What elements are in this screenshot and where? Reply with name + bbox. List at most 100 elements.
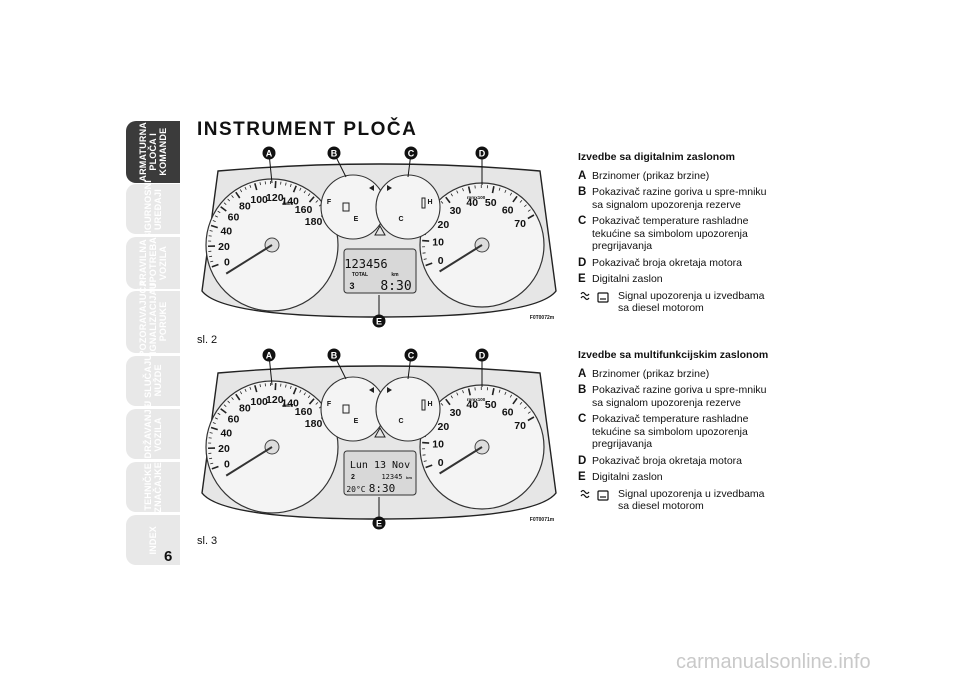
gauge-tick [285, 182, 287, 186]
legend-multifunction: Izvedbe sa multifunkcijskim zaslonom A Br… [578, 349, 778, 513]
gauge-tick [523, 204, 527, 208]
legend-text: Pokazivač temperature rashladne tekućine… [592, 215, 749, 252]
gauge-tick [422, 441, 430, 444]
temp-cold-label: C [398, 418, 403, 425]
legend-text: Brzinomer (prikaz brzine) [592, 367, 710, 380]
callout-badge [372, 516, 386, 530]
gauge-tick [456, 190, 459, 194]
gauge-tick [217, 210, 221, 214]
gauge-tick [303, 190, 306, 194]
gauge-tick [509, 192, 513, 196]
gauge-label: 0 [224, 458, 230, 470]
legend-text: Pokazivač broja okretaja motora [592, 454, 742, 467]
gauge-tick [210, 462, 214, 465]
gauge-label: 140 [281, 196, 299, 208]
gauge-tick [289, 183, 292, 187]
display-total-label: TOTAL [352, 272, 368, 278]
gauge-tick [212, 220, 216, 223]
gauge-tick [209, 457, 213, 460]
legend-text: Pokazivač razine goriva u spre-mniku sa … [592, 186, 767, 211]
temp-gauge [375, 376, 441, 442]
gauge-tick [504, 391, 507, 395]
gauge-tick [423, 460, 427, 462]
gauge-label: 40 [466, 197, 478, 209]
gauge-label: 120 [266, 192, 284, 204]
gauge-label: 80 [239, 200, 251, 212]
gauge-label: 180 [305, 216, 323, 228]
fuel-gauge [320, 174, 386, 240]
legend-key: E [578, 273, 586, 285]
watermark: carmanualsonline.info [676, 651, 871, 673]
gauge-tick [527, 416, 535, 422]
glow-plug-icon [578, 290, 618, 309]
fuel-full-label: F [327, 199, 332, 206]
gauge-tick [231, 397, 234, 400]
gauge-label: 0 [438, 457, 444, 469]
gauge-tick [227, 400, 230, 404]
page-title: INSTRUMENT PLOČA [197, 119, 418, 140]
sidebar-tab-2[interactable]: PRAVILNA UPOTREBA VOZILA [126, 237, 180, 289]
sidebar-tab-5[interactable]: ODRŽAVANJE VOZILA [126, 403, 180, 465]
temp-cold-label: C [398, 216, 403, 223]
legend-text: Pokazivač temperature rashladne tekućine… [592, 413, 749, 450]
digital-display-frame [343, 450, 417, 496]
gauge-label: 40 [220, 225, 232, 237]
temp-gauge [375, 174, 441, 240]
legend-key: C [578, 215, 587, 227]
gauge-tick [303, 392, 306, 396]
gauge-tick [217, 412, 221, 416]
callout-letter: E [376, 317, 382, 327]
fuel-pump-icon [342, 404, 350, 414]
callout-badge [262, 146, 276, 160]
gauge-tick [223, 404, 227, 407]
legend-text: Brzinomer (prikaz brzine) [592, 169, 710, 182]
gauge-label: 160 [295, 204, 313, 216]
digital-display-frame [343, 248, 417, 294]
gauge-tick [235, 191, 241, 199]
gauge-tick [209, 255, 213, 258]
legend-heading: Izvedbe sa multifunkcijskim zaslonom [578, 349, 769, 361]
gauge-needle [225, 244, 273, 275]
sidebar-tab-6[interactable]: TEHNIČKE ZNAČAJKE [126, 462, 180, 512]
gauge-tick [210, 224, 218, 229]
gauge-label: 60 [228, 211, 240, 223]
sidebar-tab-1[interactable]: SIGURNOSNI UREĐAJI [126, 180, 180, 239]
fuel-full-label: F [327, 401, 332, 408]
figure-code: F0T0071m [530, 517, 555, 523]
callout-badge [327, 146, 341, 160]
display-km-label: km [391, 272, 399, 278]
figure-caption: sl. 2 [197, 334, 218, 346]
legend-key: E [578, 471, 586, 483]
sidebar-tab-3[interactable]: UPOZORAVAJUĆA SIGNALIZACIJA I PORUKE [126, 280, 180, 364]
sidebar-tab-label: INDEX [148, 525, 158, 555]
gauge-label: 60 [502, 406, 514, 418]
gauge-tick [239, 189, 243, 193]
gauge-tick [467, 388, 471, 396]
legend-key: A [578, 367, 587, 380]
gauge-tick [210, 426, 218, 431]
sidebar-tab-7[interactable]: INDEX [126, 515, 180, 565]
gauge-tick [462, 390, 464, 394]
fuel-gauge [320, 376, 386, 442]
legend-heading: Izvedbe sa digitalnim zaslonom [578, 151, 735, 163]
gauge-tick [519, 199, 523, 203]
gauge-label: 10 [432, 237, 444, 249]
callout-badge [327, 348, 341, 362]
sidebar-tab-4[interactable]: U SLUČAJU NUŽDE [126, 354, 180, 408]
temp-hot-label: H [427, 199, 432, 206]
sidebar-tab-0[interactable]: ARMATURNA PLOČA I KOMANDE [126, 121, 180, 183]
gauge-tick [315, 402, 319, 405]
page-number: 6 [164, 548, 173, 565]
gauge-label: 20 [438, 219, 450, 231]
water-in-fuel-icon [597, 489, 609, 501]
legend-text: Digitalni zaslon [592, 471, 663, 483]
sidebar-tab-label: UPOZORAVAJUĆA SIGNALIZACIJA I PORUKE [138, 280, 168, 364]
sidebar-tab-label: U SLUČAJU NUŽDE [143, 354, 163, 408]
display-odometer: 123456 [344, 257, 387, 271]
gauge-tick [254, 183, 258, 191]
gauge-label: 60 [502, 204, 514, 216]
legend-text: Pokazivač broja okretaja motora [592, 256, 742, 269]
